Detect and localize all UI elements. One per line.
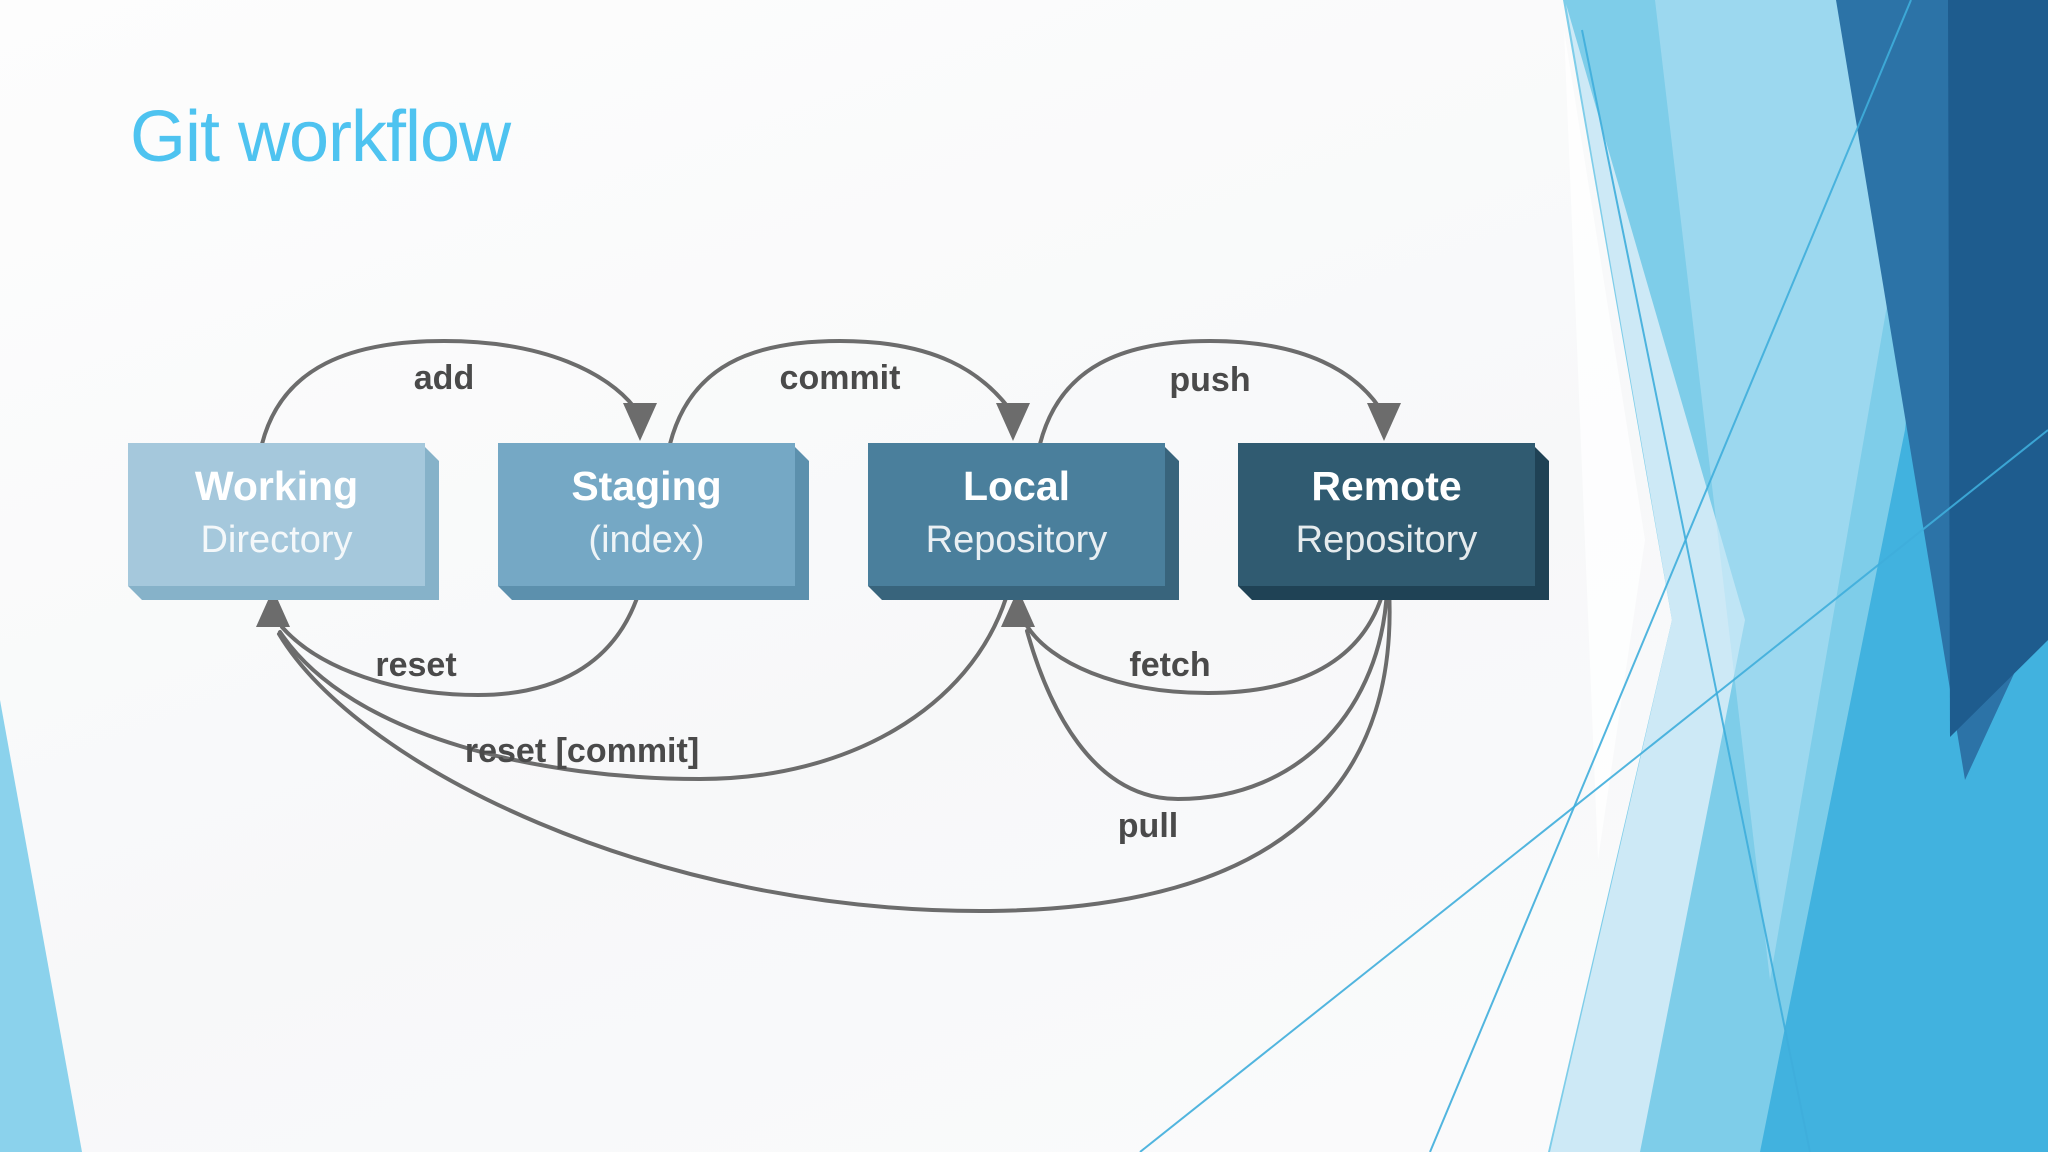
right-band-navy-shape xyxy=(1948,0,2048,737)
edge-labels-layer: add commit push reset reset [commit] fetch pul… xyxy=(375,359,1250,845)
right-band-soft-shape xyxy=(1655,0,1940,980)
bottom-left-wedge xyxy=(0,700,82,1152)
edge-pull xyxy=(277,587,1392,914)
edge-label-fetch: fetch xyxy=(1129,646,1210,684)
node-working-line2: Directory xyxy=(200,519,352,561)
arrowhead-bottom-1018 xyxy=(1001,589,1035,627)
edge-reset xyxy=(280,587,642,698)
arrowhead-top-640 xyxy=(623,403,657,441)
edge-commit xyxy=(668,338,1010,446)
decorative-hairline-1 xyxy=(1581,29,1811,1152)
node-staging-face xyxy=(498,443,795,586)
edge-label-reset-commit: reset [commit] xyxy=(465,732,699,770)
edge-label-push: push xyxy=(1169,361,1250,399)
decorative-hairline-2 xyxy=(1139,429,2048,1152)
arrowhead-bottom-273 xyxy=(256,589,290,627)
node-staging: Staging (index) xyxy=(498,443,809,600)
edge-fetch xyxy=(1025,587,1386,696)
node-local-line2: Repository xyxy=(926,519,1108,561)
arrowhead-top-1013 xyxy=(996,403,1030,441)
node-staging-line2: (index) xyxy=(588,519,704,561)
edge-push xyxy=(1038,338,1381,446)
edges-layer xyxy=(256,338,1401,914)
decorative-hairline-3 xyxy=(1429,0,1912,1152)
node-local-face xyxy=(868,443,1165,586)
right-band-pale-shape xyxy=(1550,4,1745,1152)
node-remote-face xyxy=(1238,443,1535,586)
node-working-line1: Working xyxy=(195,463,358,509)
node-staging-line1: Staging xyxy=(571,463,721,509)
node-local-line1: Local xyxy=(963,463,1070,509)
right-band-white-sliver xyxy=(1564,30,1645,860)
edge-label-add: add xyxy=(414,359,474,397)
node-remote-line1: Remote xyxy=(1311,463,1461,509)
edge-label-pull: pull xyxy=(1118,807,1178,845)
edge-label-reset: reset xyxy=(375,646,456,684)
node-working-face xyxy=(128,443,425,586)
edge-add xyxy=(260,338,636,446)
arrowhead-top-1384 xyxy=(1367,403,1401,441)
edge-reset-commit xyxy=(278,596,1008,782)
slide-title: Git workflow xyxy=(130,97,511,177)
edge-pull-local xyxy=(1025,587,1389,802)
node-remote-line2: Repository xyxy=(1296,519,1478,561)
edge-label-commit: commit xyxy=(780,359,901,397)
